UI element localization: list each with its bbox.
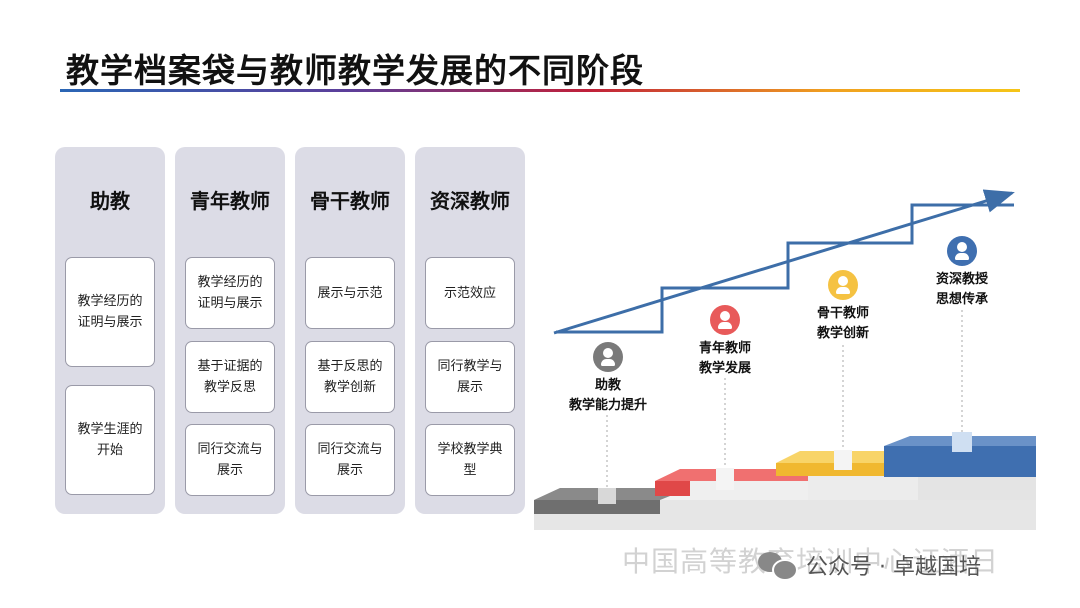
stage-card: 同行交流与展示 [305, 424, 395, 496]
person-icon [828, 270, 858, 300]
stage-label-subtitle: 教学发展 [698, 361, 751, 376]
stage-card: 学校教学典型 [425, 424, 515, 496]
stage-card: 教学经历的证明与展示 [65, 257, 155, 367]
footer-source: 公众号 · 卓越国培 [758, 549, 981, 581]
title-underline [60, 89, 1020, 92]
stage-card: 同行交流与展示 [185, 424, 275, 496]
stage-label-subtitle: 思想传承 [935, 292, 988, 307]
growth-stair-line [556, 203, 1014, 334]
person-icon [593, 342, 623, 372]
stage-card: 同行教学与展示 [425, 341, 515, 413]
stage-senior: 资深教授 思想传承 [902, 236, 1022, 310]
stage-card: 基于证据的教学反思 [185, 341, 275, 413]
column-title: 助教 [90, 189, 130, 213]
stage-card: 示范效应 [425, 257, 515, 329]
pedestal [716, 468, 734, 490]
stage-label-title: 资深教授 [935, 272, 988, 287]
pedestal [598, 488, 616, 504]
column-young-teacher: 青年教师 教学经历的证明与展示 基于证据的教学反思 同行交流与展示 [175, 147, 285, 514]
stage-label-title: 骨干教师 [816, 306, 869, 321]
growth-trend-arrow [553, 189, 1015, 335]
pedestal [834, 450, 852, 470]
wechat-icon [758, 550, 798, 581]
column-teaching-assistant: 助教 教学经历的证明与展示 教学生涯的开始 [55, 147, 165, 514]
column-backbone-teacher: 骨干教师 展示与示范 基于反思的教学创新 同行交流与展示 [295, 147, 405, 514]
stage-card: 基于反思的教学创新 [305, 341, 395, 413]
stage-young: 青年教师 教学发展 [665, 305, 785, 379]
column-senior-teacher: 资深教师 示范效应 同行教学与展示 学校教学典型 [415, 147, 525, 514]
column-title: 资深教师 [430, 189, 510, 213]
stage-label-title: 助教 [594, 378, 621, 393]
stage-card: 教学生涯的开始 [65, 385, 155, 495]
watermark-text: 中国高等教育培训中心证酒日 [622, 545, 1000, 578]
column-title: 青年教师 [190, 189, 270, 213]
stage-card: 教学经历的证明与展示 [185, 257, 275, 329]
stage-card: 展示与示范 [305, 257, 395, 329]
stage-label-subtitle: 教学能力提升 [568, 398, 647, 413]
person-icon [710, 305, 740, 335]
pedestal [952, 432, 972, 452]
stage-assistant: 助教 教学能力提升 [548, 342, 668, 416]
stage-label-subtitle: 教学创新 [816, 326, 869, 341]
stage-label-title: 青年教师 [698, 341, 751, 356]
person-icon [947, 236, 977, 266]
stage-backbone: 骨干教师 教学创新 [783, 270, 903, 344]
column-title: 骨干教师 [310, 189, 390, 213]
footer-text: 公众号 · 卓越国培 [806, 555, 981, 580]
page-title: 教学档案袋与教师教学发展的不同阶段 [66, 51, 644, 90]
